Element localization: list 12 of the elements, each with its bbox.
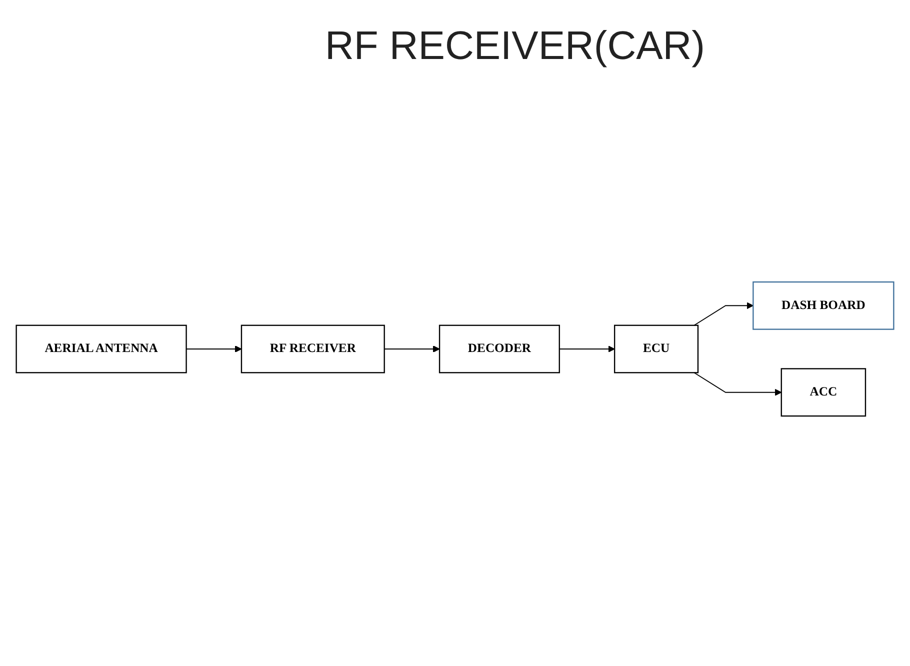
arrow (694, 302, 754, 326)
diagram-title: RF RECEIVER(CAR) (324, 24, 706, 69)
node-box: ACC (780, 368, 866, 417)
node-box: DECODER (438, 324, 560, 374)
node-box: DASH BOARD (752, 281, 894, 330)
node-box: RF RECEIVER (240, 324, 385, 374)
node-box: ECU (614, 324, 699, 374)
arrow (186, 346, 242, 352)
arrow (558, 346, 615, 352)
arrow (384, 346, 440, 352)
arrow (694, 372, 782, 396)
node-box: AERIAL ANTENNA (16, 324, 187, 374)
